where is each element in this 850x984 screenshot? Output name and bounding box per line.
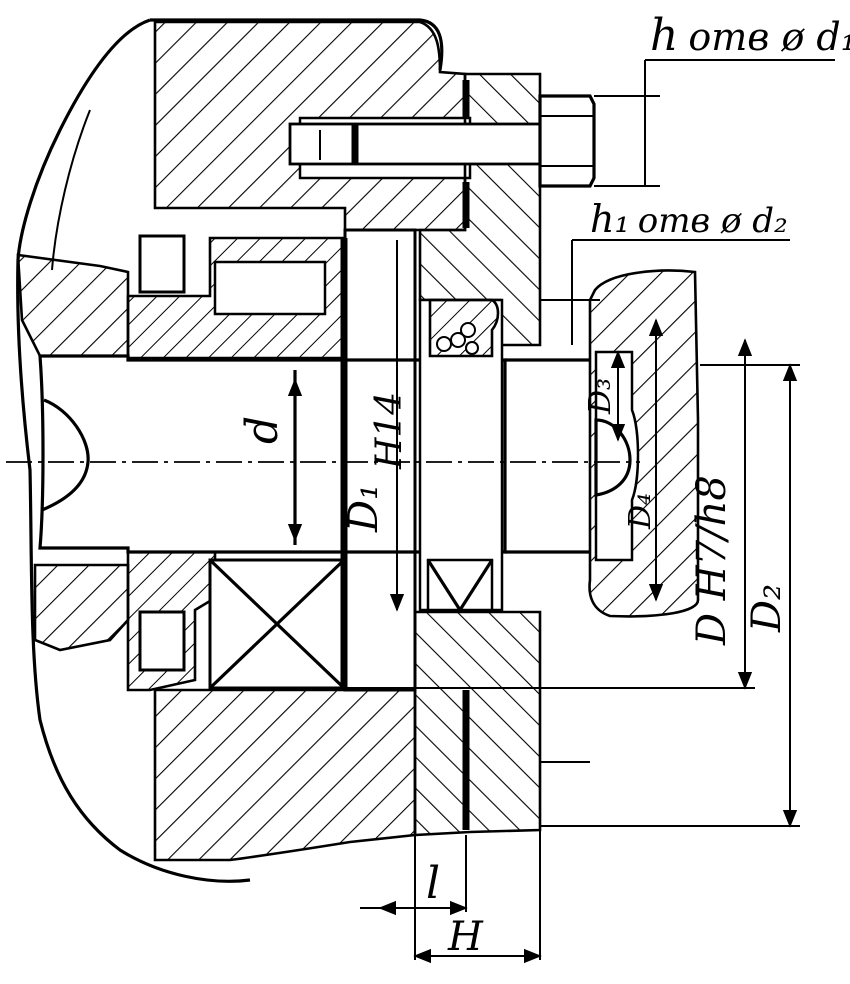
seal-ring-left-upper: [138, 234, 186, 294]
end-cover-lower-section: [413, 610, 542, 837]
label-H14: H14: [369, 392, 410, 470]
rolling-bearing: [208, 558, 346, 690]
end-washer: [588, 269, 700, 618]
lip-seal: [428, 298, 500, 358]
dimension-lines: [287, 59, 835, 964]
label-D3: D₃: [583, 378, 618, 415]
label-D1: D₁: [341, 484, 387, 533]
seal-ring-left-lower: [138, 610, 186, 672]
label-l: l: [426, 858, 440, 909]
label-H: H: [447, 914, 484, 960]
left-housing-ring-upper: [16, 253, 130, 358]
label-d: d: [237, 416, 288, 444]
spacer-sleeve-slot: [213, 260, 327, 316]
label-D-H7-h8: D H7/h8: [689, 475, 735, 646]
shaft: [38, 354, 590, 554]
fastening-bolt: [288, 94, 596, 188]
housing-outline: [16, 18, 444, 883]
lower-seal-element: [426, 558, 494, 612]
label-D4: D₄: [623, 493, 658, 530]
label-D2: D₂: [744, 584, 790, 633]
housing-lower-section: [153, 688, 417, 862]
left-housing-ring-lower: [33, 563, 130, 652]
